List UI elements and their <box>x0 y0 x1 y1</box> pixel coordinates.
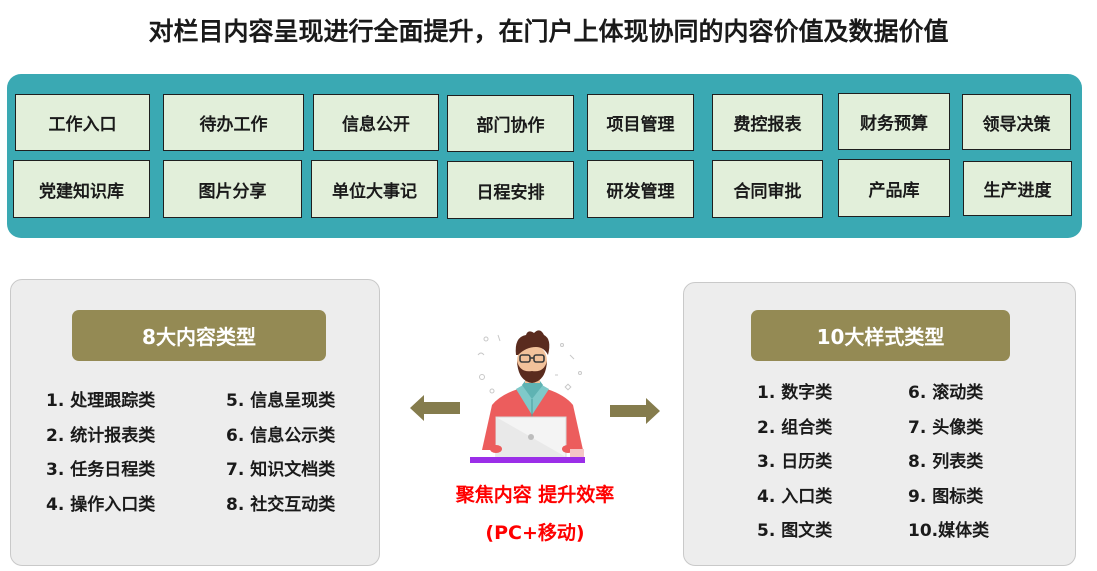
module-tile: 图片分享 <box>163 160 302 218</box>
list-item: 3. 日历类 <box>757 452 833 472</box>
arrow-right-icon <box>610 398 660 424</box>
module-tile: 部门协作 <box>447 95 574 152</box>
module-tile: 待办工作 <box>163 94 304 151</box>
module-label: 日程安排 <box>476 182 545 203</box>
content-types-card: 8大内容类型 1. 处理跟踪类 2. 统计报表类 3. 任务日程类 4. 操作入… <box>10 279 380 566</box>
list-item: 9. 图标类 <box>908 486 984 507</box>
module-tile: 工作入口 <box>15 94 150 151</box>
module-label: 党建知识库 <box>39 181 124 202</box>
module-label: 部门协作 <box>476 116 545 136</box>
module-label: 领导决策 <box>982 114 1051 135</box>
page-title: 对栏目内容呈现进行全面提升，在门户上体现协同的内容价值及数据价值 <box>148 17 949 46</box>
module-tile: 财务预算 <box>838 93 950 150</box>
module-label: 生产进度 <box>983 181 1052 201</box>
list-item: 7. 头像类 <box>908 417 984 438</box>
list-item: 4. 入口类 <box>757 486 833 507</box>
module-label: 待办工作 <box>199 115 268 135</box>
style-types-list-right: 6. 滚动类 7. 头像类 8. 列表类 9. 图标类 10.媒体类 <box>908 376 989 549</box>
arrow-left-icon <box>410 395 460 421</box>
slogan-focus-efficiency: 聚焦内容 提升效率 <box>455 484 615 506</box>
list-item: 2. 组合类 <box>757 417 833 438</box>
person-with-laptop-icon <box>470 330 585 463</box>
module-tile: 领导决策 <box>962 94 1071 150</box>
list-item: 5. 图文类 <box>757 521 833 541</box>
list-item: 8. 列表类 <box>908 452 984 472</box>
module-tile: 合同审批 <box>712 160 823 218</box>
list-item: 5. 信息呈现类 <box>226 391 336 411</box>
list-item: 10.媒体类 <box>908 521 990 541</box>
module-tile: 党建知识库 <box>13 160 150 218</box>
content-types-list-right: 5. 信息呈现类 6. 信息公示类 7. 知识文档类 8. 社交互动类 <box>226 384 335 522</box>
style-types-list-left: 1. 数字类 2. 组合类 3. 日历类 4. 入口类 5. 图文类 <box>757 376 832 549</box>
module-tile: 信息公开 <box>313 94 439 151</box>
module-label: 财务预算 <box>860 114 928 134</box>
style-types-card: 10大样式类型 1. 数字类 2. 组合类 3. 日历类 4. 入口类 5. 图… <box>683 282 1076 566</box>
module-label: 研发管理 <box>606 181 675 202</box>
module-label: 项目管理 <box>606 115 675 135</box>
module-label: 单位大事记 <box>332 181 417 202</box>
module-tile: 单位大事记 <box>311 160 438 218</box>
module-tile: 生产进度 <box>963 161 1072 216</box>
module-label: 合同审批 <box>733 181 802 202</box>
module-tile: 产品库 <box>838 159 950 217</box>
module-label: 费控报表 <box>733 115 802 135</box>
module-tile: 研发管理 <box>587 160 694 218</box>
list-item: 6. 滚动类 <box>908 383 984 403</box>
content-types-list-left: 1. 处理跟踪类 2. 统计报表类 3. 任务日程类 4. 操作入口类 <box>46 384 155 522</box>
list-item: 8. 社交互动类 <box>226 494 336 515</box>
module-label: 信息公开 <box>342 115 410 135</box>
module-label: 产品库 <box>868 180 920 201</box>
style-types-header: 10大样式类型 <box>751 310 1010 361</box>
list-item: 3. 任务日程类 <box>46 460 156 480</box>
list-item: 2. 统计报表类 <box>46 425 156 446</box>
module-tile: 项目管理 <box>587 94 694 151</box>
list-item: 6. 信息公示类 <box>226 425 336 446</box>
list-item: 1. 处理跟踪类 <box>46 391 156 411</box>
module-tile: 费控报表 <box>712 94 823 151</box>
module-panel: 工作入口 待办工作 信息公开 部门协作 项目管理 费控报表 财务预算 领导决策 … <box>7 74 1082 238</box>
module-label: 工作入口 <box>48 115 117 135</box>
content-types-header: 8大内容类型 <box>72 310 326 361</box>
list-item: 7. 知识文档类 <box>226 460 336 480</box>
module-label: 图片分享 <box>198 181 267 202</box>
list-item: 4. 操作入口类 <box>46 494 156 515</box>
list-item: 1. 数字类 <box>757 383 833 403</box>
slogan-platforms: (PC+移动) <box>485 522 585 544</box>
module-tile: 日程安排 <box>447 161 574 219</box>
